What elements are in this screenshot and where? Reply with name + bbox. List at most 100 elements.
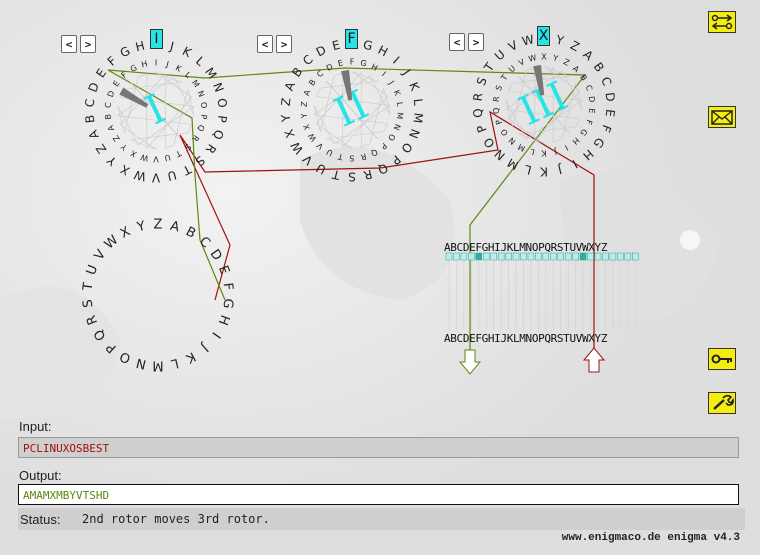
rotor-1-outer-letter: Y [104,153,120,169]
rotor-2-outer-letter: M [410,112,425,124]
rotor-3-wire [518,133,545,144]
reflector-outer-letter: Y [135,219,147,236]
reflector-outer-letter: C [196,234,213,251]
rotor-2-wire [342,96,389,148]
rotor-1-inner-letter: J [164,60,169,70]
plug-socket [587,252,594,261]
key-button[interactable] [708,348,736,370]
rotor-3-wire [507,83,513,92]
rotor-3-inner-letter: R [492,95,502,102]
rotor-2-wire [315,88,321,97]
rotor-1-inner-letter: U [163,153,171,163]
rotor-2-outer-letter: L [411,98,426,107]
input-arrow-icon [582,347,606,373]
rotor-2-outer-letter: Z [279,97,294,107]
rotor-2-outer-letter: X [282,127,298,140]
plug-socket [468,252,475,261]
rotor-3-outer-letter: R [471,92,486,102]
settings-swap-button[interactable] [708,11,736,33]
rotor-1-inner-letter: G [129,63,139,74]
rotor-3-inner-letter: C [584,84,595,93]
rotor-2-inner-letter: S [349,154,354,163]
plug-socket [505,252,512,261]
wrench-button[interactable] [708,392,736,414]
rotor-3-wire [507,118,545,144]
rotor-2-inner-letter: N [392,123,403,132]
plug-socket [579,252,587,261]
rotor-3-next-button[interactable]: > [468,33,484,51]
plug-socket [572,252,579,261]
rotor-3-outer-letter: C [598,75,614,88]
rotor-3-wire [561,70,583,110]
rotor-2-inner-letter: I [380,70,388,78]
rotor-3-outer-letter: D [603,92,618,103]
rotor-2-wire [316,96,391,106]
plug-socket [483,252,490,261]
reflector-outer-letter: O [117,348,133,366]
reflector-outer-letter: I [208,329,223,341]
rotor-2-prev-button[interactable]: < [257,35,273,53]
reflector-outer-letter: P [104,339,120,356]
rotor-2-wire [326,131,384,140]
rotor-2-inner-letter: E [337,58,344,68]
rotor-3-inner-letter: M [516,142,526,153]
rotor-2-inner-letter: Z [300,100,310,107]
rotor-2-inner-letter: C [315,69,325,80]
rotor-2-inner-letter: B [307,78,318,88]
rotor-1-outer-letter: G [118,44,133,61]
rotor-1-wire [138,73,147,78]
rotor-2-outer-letter: K [406,80,422,93]
output-field[interactable]: AMAMXMBYVTSHD [18,484,739,505]
mail-button[interactable] [708,106,736,128]
rotor-1-outer-letter: K [180,44,194,61]
rotor-2-wire [351,71,389,97]
rotor-2-outer-letter: C [300,52,316,68]
rotor-2-wire [313,105,321,132]
rotor-1-prev-button[interactable]: < [61,35,77,53]
rotor-3-wire [543,66,570,77]
rotor-1-outer-letter: Q [210,128,226,142]
rotor-1-wire [117,106,125,133]
rotor-1-wire [130,132,188,141]
rotor-3-inner-letter: H [571,136,581,147]
rotor-3-inner-letter: N [507,136,517,147]
rotor-3-inner-letter: B [578,73,589,83]
rotor-2-inner-letter: R [359,152,367,162]
rotor-1-inner-letter: Q [196,123,207,132]
rotor-3-wire [525,100,583,140]
reflector-outer-letter: E [215,264,232,277]
rotor-1-inner-letter: L [183,70,193,80]
rotor-2-outer-letter: R [362,167,373,183]
rotor-1-wheel: AABBCCDDEEFFGGHHIIJJKKLLMMNNOOPPQQRRSSTT… [83,38,230,185]
settings-swap-icon [711,14,733,30]
rotor-2-outer-letter: Q [375,160,390,177]
rotor-1-next-button[interactable]: > [80,35,96,53]
rotor-2-outer-letter: S [348,170,356,184]
reflector-outer-letter: R [84,313,101,327]
status-bar: Status: 2nd rotor moves 3rd rotor. [18,508,745,530]
rotor-1-pointer [119,87,149,108]
plug-socket [535,252,542,261]
rotor-3-outer-letter: G [590,135,607,151]
plug-socket [550,252,557,261]
rotor-2-outer-letter: I [390,54,402,67]
rotor-3-prev-button[interactable]: < [449,33,465,51]
rotor-2-next-button[interactable]: > [276,35,292,53]
rotor-2-inner-letter: H [370,62,380,73]
reflector-outer-letter: Q [91,326,109,343]
rotor-3-inner-letter: K [541,149,547,158]
rotor-3-inner-letter: V [517,57,526,68]
rotor-2-wire [313,105,335,145]
plugboard-sockets [445,252,639,330]
rotor-3-outer-letter: W [521,32,536,48]
input-field[interactable]: PCLINUXOSBEST [18,437,739,458]
reflector-outer-letter: B [183,224,198,241]
rotor-2-inner-letter: M [395,112,405,120]
plug-socket [632,252,639,261]
rotor-3-inner-letter: S [494,84,504,92]
rotor-1-wire [124,76,139,133]
rotor-1-outer-letter: T [180,162,194,179]
rotor-3-inner-letter: U [507,64,517,75]
rotor-3-inner-letter: L [529,147,536,157]
rotor-3-inner-letter: Q [492,107,502,114]
